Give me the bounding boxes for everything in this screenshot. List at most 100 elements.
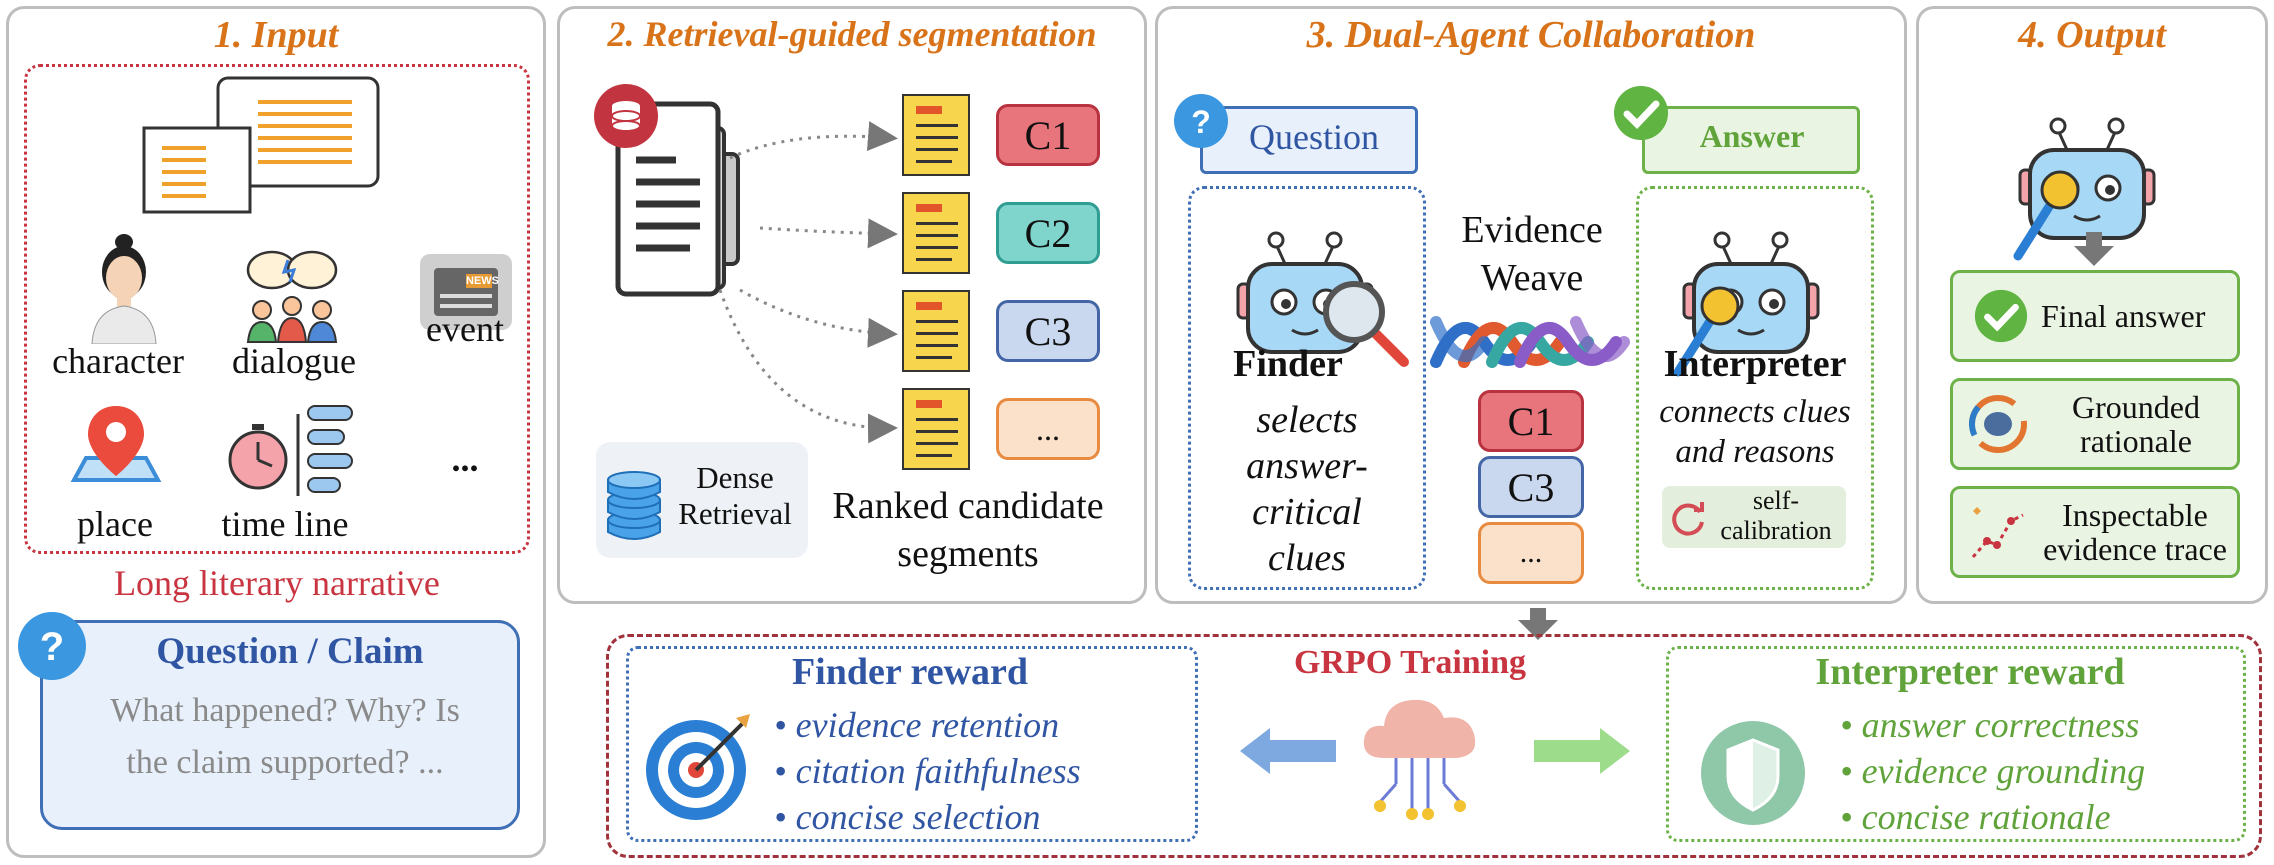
input-panel-title: 1. Input	[213, 14, 339, 56]
interpreter-reward-item: • concise rationale	[1840, 797, 2111, 837]
inspect-label-2: evidence trace	[2043, 531, 2227, 567]
evidence-label-1: Evidence	[1461, 209, 1603, 251]
microphone-icon	[2013, 170, 2080, 261]
segment-note-2	[902, 192, 970, 274]
narrative-label: Long literary narrative	[114, 563, 440, 603]
retrieval-arrows	[718, 121, 898, 444]
segment-note-3	[902, 290, 970, 372]
question-icon: ?	[18, 612, 86, 680]
interpreter-reward-title: Interpreter reward	[1815, 651, 2125, 693]
answer-tag-label: Answer	[1699, 118, 1805, 154]
self-calibration-label-2: calibration	[1720, 516, 1832, 545]
finder-desc-3: critical	[1252, 491, 1362, 533]
map-pin-icon	[70, 406, 162, 482]
svg-text:?: ?	[1191, 104, 1211, 140]
brain-icon	[1969, 395, 2027, 453]
news-label: NEWS	[466, 274, 499, 288]
finder-desc-4: clues	[1267, 537, 1347, 579]
news-icon: NEWS	[420, 254, 512, 330]
check-icon	[1974, 289, 2028, 343]
refresh-icon	[1672, 502, 1704, 536]
dense-retrieval-label-2: Retrieval	[678, 496, 792, 531]
chunk-c2: C2	[996, 202, 1100, 264]
chunk-c1: C1	[996, 104, 1100, 166]
chat-group-icon	[246, 250, 338, 343]
question-icon: ?	[1174, 94, 1228, 148]
evidence-chunk-more: ...	[1478, 522, 1584, 584]
narrative-box	[24, 64, 530, 554]
input-item-dialogue: dialogue	[232, 341, 356, 381]
final-answer-box: Final answer	[1950, 270, 2240, 362]
chunk-more: ...	[996, 398, 1100, 460]
finder-reward-box	[626, 646, 1198, 842]
grpo-label: GRPO Training	[1293, 644, 1527, 681]
input-item-character: character	[52, 341, 184, 381]
interpreter-desc-2: and reasons	[1675, 434, 1835, 470]
grounded-label-2: rationale	[2080, 423, 2192, 459]
question-tag	[1200, 106, 1418, 174]
segmentation-panel-title: 2. Retrieval-guided segmentation	[607, 14, 1097, 54]
input-item-place: place	[77, 504, 153, 544]
evidence-label-2: Weave	[1480, 257, 1584, 299]
shield-icon	[1701, 721, 1805, 825]
final-answer-label: Final answer	[2041, 297, 2206, 334]
person-icon	[91, 234, 157, 344]
finder-desc-1: selects	[1256, 399, 1358, 441]
database-icon	[607, 471, 661, 540]
evidence-chunk-c1: C1	[1478, 390, 1584, 452]
dense-retrieval-label-1: Dense	[696, 460, 774, 495]
finder-reward-list: • evidence retention • citation faithful…	[774, 702, 1194, 840]
interpreter-desc-1: connects clues	[1659, 394, 1851, 430]
left-arrow-icon	[1240, 728, 1336, 774]
question-text-line2: the claim supported? ...	[126, 744, 444, 781]
answer-tag	[1642, 106, 1860, 174]
dna-icon	[1430, 316, 1630, 368]
right-arrow-icon	[1534, 728, 1630, 774]
input-item-timeline: time line	[221, 504, 349, 544]
interpreter-box	[1636, 186, 1874, 590]
evidence-chunk-c3: C3	[1478, 456, 1584, 518]
finder-box	[1188, 186, 1426, 590]
timeline-icon	[228, 405, 353, 496]
check-icon	[1614, 86, 1668, 140]
cloud-icon	[1363, 699, 1476, 820]
question-text-line1: What happened? Why? Is	[110, 692, 460, 729]
input-item-event: event	[426, 309, 504, 349]
question-claim-title: Question / Claim	[156, 631, 424, 672]
magnifier-icon	[1323, 281, 1409, 367]
microphone-icon	[1673, 286, 1740, 377]
segment-note-1	[902, 94, 970, 176]
self-calibration-box	[1662, 486, 1846, 548]
robot-icon	[1682, 231, 1820, 354]
finder-desc-2: answer-	[1246, 445, 1368, 487]
down-arrow-icon	[2074, 232, 2114, 266]
evidence-trace-box: Inspectable evidence trace	[1950, 486, 2240, 578]
interpreter-reward-list: • answer correctness • evidence groundin…	[1840, 702, 2240, 840]
grounded-label-1: Grounded	[2072, 389, 2200, 425]
inspect-label-1: Inspectable	[2062, 497, 2208, 533]
collab-panel-title: 3. Dual-Agent Collaboration	[1306, 14, 1756, 56]
scroll-document-icon	[142, 76, 380, 214]
finder-reward-item: • evidence retention	[774, 705, 1060, 745]
interpreter-reward-box	[1666, 646, 2246, 842]
svg-text:?: ?	[40, 625, 64, 669]
finder-reward-title: Finder reward	[791, 651, 1029, 693]
finder-name: Finder	[1233, 343, 1343, 385]
down-arrow-icon	[1518, 608, 1558, 640]
question-claim-box	[40, 620, 520, 830]
finder-reward-item: • concise selection	[774, 797, 1041, 837]
segment-note-4	[902, 388, 970, 470]
input-item-more: ...	[451, 439, 479, 479]
document-stack-icon	[594, 84, 740, 297]
chunk-c3: C3	[996, 300, 1100, 362]
interpreter-reward-item: • evidence grounding	[1840, 751, 2146, 791]
question-tag-label: Question	[1249, 117, 1379, 157]
interpreter-name: Interpreter	[1663, 343, 1847, 385]
interpreter-reward-item: • answer correctness	[1840, 705, 2140, 745]
ranked-label-2: segments	[897, 533, 1039, 575]
output-panel-title: 4. Output	[2018, 14, 2166, 56]
grounded-rationale-box: Grounded rationale	[1950, 378, 2240, 470]
finder-reward-item: • citation faithfulness	[774, 751, 1081, 791]
target-icon	[646, 714, 750, 820]
training-box	[606, 634, 2262, 858]
